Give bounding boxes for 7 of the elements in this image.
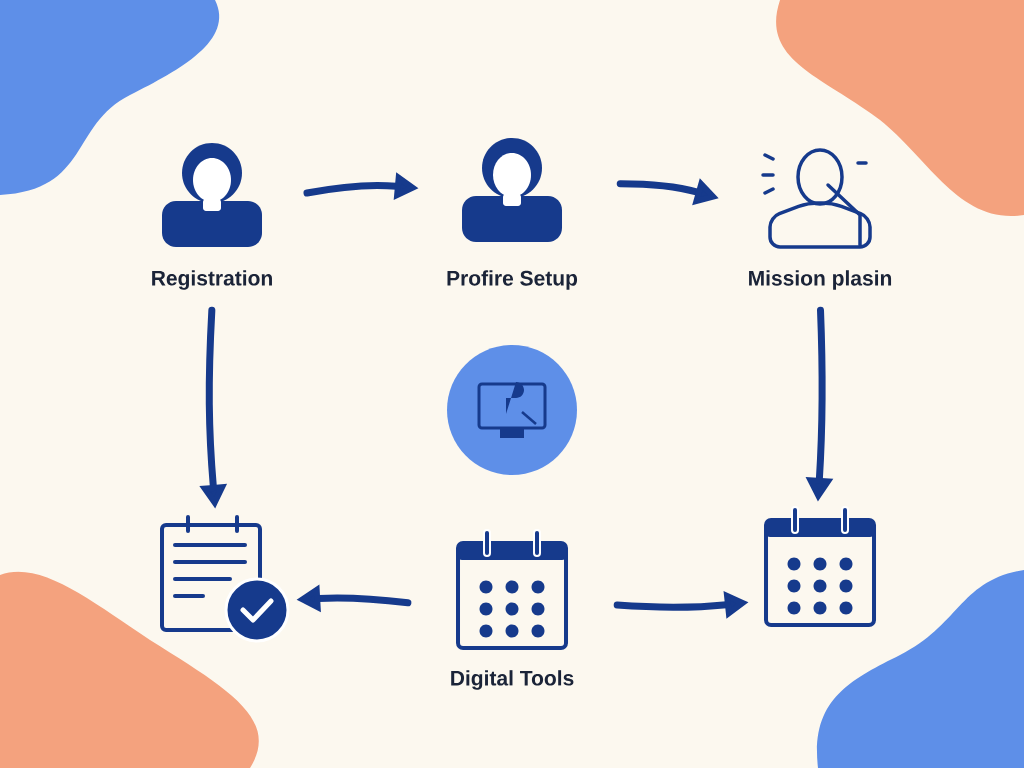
- node-label: Mission plasin: [749, 270, 892, 290]
- calendar-icon: [764, 506, 876, 627]
- node-label: Digital Tools: [451, 670, 574, 690]
- checklist-icon: [160, 515, 290, 643]
- monitor-icon: [447, 345, 577, 475]
- node-label: Profire Setup: [447, 270, 578, 290]
- node-label: Registration: [152, 270, 272, 290]
